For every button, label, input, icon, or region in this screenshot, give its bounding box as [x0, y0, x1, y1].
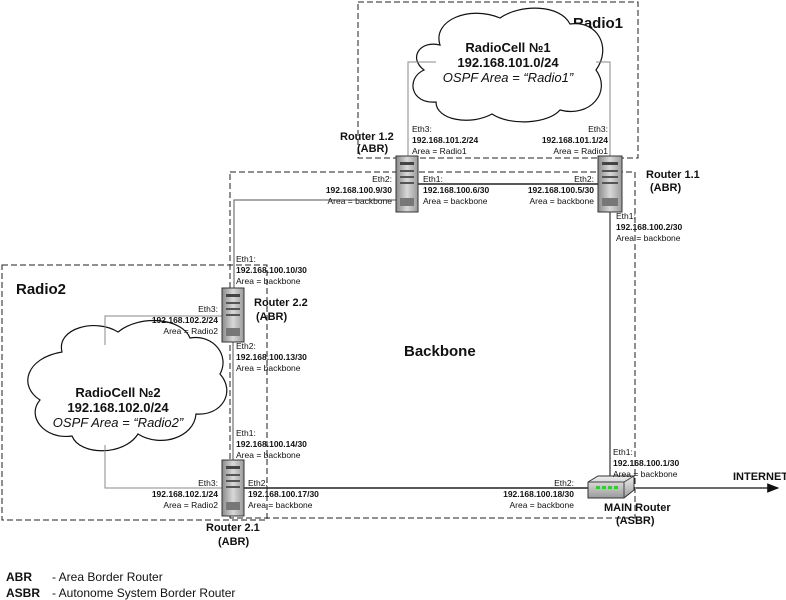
- r22-eth2-label: Eth2:: [236, 341, 256, 351]
- main-eth1-area: Area = backbone: [613, 469, 678, 479]
- main-eth2-area: Area = backbone: [509, 500, 574, 510]
- r12-eth3-ip: 192.168.101.2/24: [412, 135, 478, 145]
- r22-eth1-label: Eth1:: [236, 254, 256, 264]
- radio2-area-box: [1, 264, 268, 521]
- r11-eth1-area: Area = backbone: [616, 233, 681, 243]
- radiocell-1-network: 192.168.101.0/24: [457, 55, 559, 70]
- router-1-1-role: (ABR): [650, 182, 681, 194]
- router-2-1-name: Router 2.1: [206, 522, 260, 534]
- r12-eth2-area: Area = backbone: [327, 196, 392, 206]
- r21-eth3-label: Eth3:: [198, 478, 218, 488]
- r11-eth2-label: Eth2:: [574, 174, 594, 184]
- link-r11-cloud1: [596, 61, 611, 158]
- r12-eth3-label: Eth3:: [412, 124, 432, 134]
- backbone-area-label: Backbone: [404, 343, 476, 360]
- radiocell-2-cloud: [27, 319, 228, 452]
- r11-eth1-ip: 192.168.100.2/30: [616, 222, 682, 232]
- main-eth2-ip: 192.168.100.18/30: [503, 489, 574, 499]
- legend-abr-desc: - Area Border Router: [52, 570, 163, 584]
- r12-eth1-ip: 192.168.100.6/30: [423, 185, 489, 195]
- radiocell-1-name: RadioCell №1: [465, 40, 550, 55]
- link-r12-cloud1: [407, 61, 436, 158]
- r21-eth3-ip: 192.168.102.1/24: [152, 489, 218, 499]
- r21-eth2-label: Eth2:: [248, 478, 268, 488]
- link-r21-cloud2: [104, 445, 222, 489]
- main-router-role: (ASBR): [616, 515, 655, 527]
- r12-eth2-ip: 192.168.100.9/30: [326, 185, 392, 195]
- r12-eth1-area: Area = backbone: [423, 196, 488, 206]
- radiocell-1-cloud: [412, 7, 604, 123]
- r21-eth1-label: Eth1:: [236, 428, 256, 438]
- r22-eth2-ip: 192.168.100.13/30: [236, 352, 307, 362]
- radio2-area-label: Radio2: [16, 281, 66, 298]
- r11-eth3-area: Area = Radio1: [553, 146, 608, 156]
- r11-eth3-label: Eth3:: [588, 124, 608, 134]
- r11-eth3-ip: 192.168.101.1/24: [542, 135, 608, 145]
- radio1-area-box: [357, 1, 639, 159]
- router-2-1-icon[interactable]: [221, 459, 245, 517]
- r22-eth2-area: Area = backbone: [236, 363, 301, 373]
- r21-eth3-area: Area = Radio2: [163, 500, 218, 510]
- r22-eth1-area: Area = backbone: [236, 276, 301, 286]
- r21-eth2-area: Area = backbone: [248, 500, 313, 510]
- link-r12-r22: [233, 199, 396, 290]
- r22-eth3-ip: 192.168.102.2/24: [152, 315, 218, 325]
- legend-abr-abbr: ABR: [6, 570, 32, 584]
- router-1-1-icon[interactable]: [597, 155, 623, 213]
- radiocell-2-name: RadioCell №2: [75, 385, 160, 400]
- r22-eth3-area: Area = Radio2: [163, 326, 218, 336]
- r11-eth2-ip: 192.168.100.5/30: [528, 185, 594, 195]
- r11-eth1-label: Eth1:: [616, 211, 636, 221]
- backbone-area-box: [229, 171, 636, 519]
- radiocell-1-ospf: OSPF Area = “Radio1”: [443, 70, 574, 85]
- main-router-name: MAIN Router: [604, 502, 671, 514]
- main-router-icon[interactable]: [587, 475, 635, 499]
- main-eth2-label: Eth2:: [554, 478, 574, 488]
- router-2-1-role: (ABR): [218, 536, 249, 548]
- r21-eth2-ip: 192.168.100.17/30: [248, 489, 319, 499]
- router-2-2-icon[interactable]: [221, 287, 245, 343]
- r22-eth3-label: Eth3:: [198, 304, 218, 314]
- router-1-2-icon[interactable]: [395, 155, 419, 213]
- legend-asbr-abbr: ASBR: [6, 586, 40, 600]
- legend-asbr-desc: - Autonome System Border Router: [52, 586, 235, 600]
- r12-eth3-area: Area = Radio1: [412, 146, 467, 156]
- internet-label: INTERNET: [733, 471, 786, 483]
- router-1-1-name: Router 1.1: [646, 169, 700, 181]
- router-1-2-name: Router 1.2: [340, 131, 394, 143]
- r21-eth1-area: Area = backbone: [236, 450, 301, 460]
- router-2-2-role: (ABR): [256, 311, 287, 323]
- router-2-2-name: Router 2.2: [254, 297, 308, 309]
- r12-eth1-label: Eth1:: [423, 174, 443, 184]
- r22-eth1-ip: 192.168.100.10/30: [236, 265, 307, 275]
- link-r22-cloud2: [104, 315, 222, 345]
- main-eth1-label: Eth1:: [613, 447, 633, 457]
- router-1-2-role: (ABR): [357, 143, 388, 155]
- radiocell-2-network: 192.168.102.0/24: [67, 400, 169, 415]
- r12-eth2-label: Eth2:: [372, 174, 392, 184]
- main-eth1-ip: 192.168.100.1/30: [613, 458, 679, 468]
- r11-eth2-area: Area = backbone: [529, 196, 594, 206]
- radiocell-2-ospf: OSPF Area = “Radio2”: [53, 415, 184, 430]
- r21-eth1-ip: 192.168.100.14/30: [236, 439, 307, 449]
